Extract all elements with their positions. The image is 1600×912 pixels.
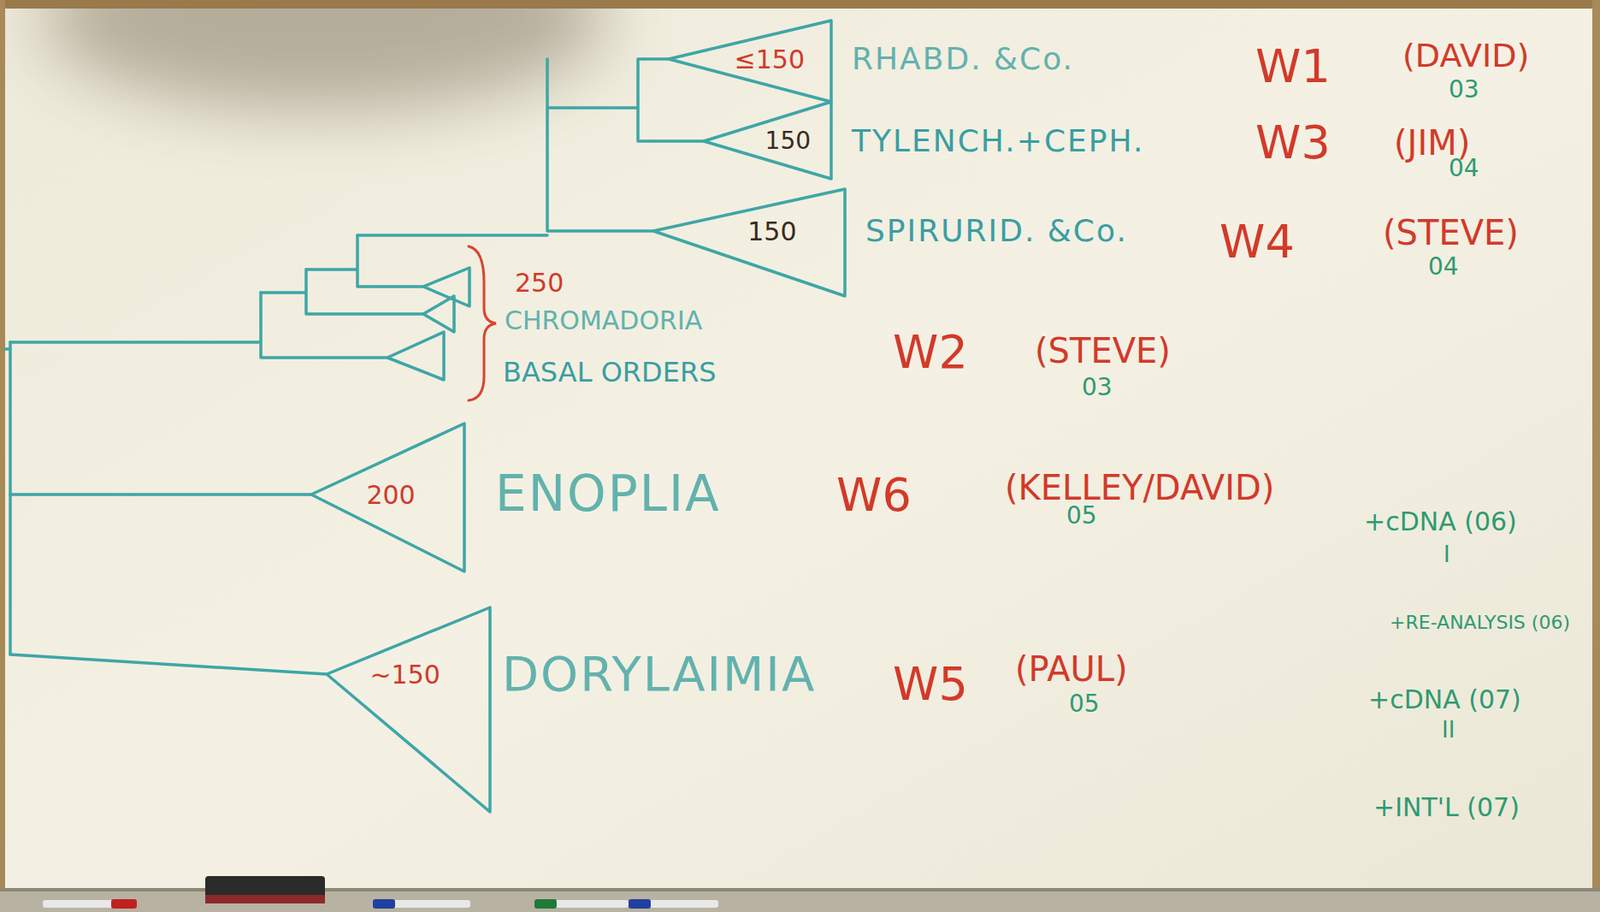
marker-cap	[111, 898, 137, 909]
work-package: W4	[1219, 216, 1295, 267]
work-package: W5	[892, 658, 969, 709]
branch	[306, 235, 424, 287]
year: 05	[1066, 502, 1098, 530]
branch	[10, 292, 388, 358]
eraser-felt	[205, 894, 325, 904]
clade-triangle: 150 TYLENCH.+CEPH.	[703, 101, 1148, 179]
triangle-shape	[703, 101, 832, 179]
frame-top	[0, 0, 1600, 9]
person-name: (KELLEY/DAVID)	[1004, 468, 1275, 507]
curly-bracket	[468, 246, 496, 401]
species-count: ≤150	[734, 45, 805, 74]
person-name: (DAVID)	[1402, 38, 1530, 75]
triangle-shape	[668, 20, 832, 102]
person-name: (STEVE)	[1034, 331, 1171, 370]
person-name: (STEVE)	[1382, 213, 1519, 252]
marker-cap	[628, 898, 651, 909]
root-line	[8, 342, 12, 655]
branch	[260, 269, 424, 314]
clade-name: ENOPLIA	[495, 466, 721, 522]
clade-name: TYLENCH.+CEPH.	[851, 123, 1145, 159]
eraser	[205, 875, 325, 904]
branch	[10, 492, 312, 496]
year: 03	[1448, 76, 1480, 104]
branch	[5, 347, 11, 351]
branch	[357, 59, 654, 236]
work-package: W2	[892, 326, 969, 378]
species-count: 200	[366, 480, 415, 509]
clade-name: RHABD. &Co.	[851, 41, 1075, 77]
marker	[628, 899, 719, 908]
year: 05	[1068, 690, 1100, 718]
marker-cap	[372, 898, 396, 909]
extra-task: +RE-ANALYSIS (06)	[1368, 612, 1571, 633]
clade-triangle: ≤150 RHABD. &Co.	[668, 20, 1078, 102]
branch	[10, 654, 327, 674]
marker	[534, 899, 629, 908]
triangle-shape	[326, 607, 491, 812]
clade-triangle: ~150 DORYLAIMIA	[326, 607, 820, 812]
triangle-outline	[326, 607, 494, 812]
year: 03	[1081, 374, 1113, 402]
work-package: W3	[1255, 117, 1331, 168]
clade-triangle	[387, 331, 444, 380]
branch	[547, 59, 704, 142]
roman-numeral: II	[1441, 717, 1455, 743]
work-package: W1	[1255, 41, 1331, 92]
marker-cap	[534, 898, 557, 909]
clade-triangle: 150 SPIRURID. &Co.	[653, 188, 1132, 296]
species-count: ~150	[369, 660, 440, 689]
extra-task: +INT'L (07)	[1373, 792, 1520, 821]
clade-name: DORYLAIMIA	[501, 647, 816, 701]
person-name: (PAUL)	[1015, 649, 1128, 688]
species-count: 150	[765, 128, 811, 155]
frame-left	[0, 0, 6, 912]
frame-right	[1592, 0, 1600, 912]
extra-task: +cDNA (06)	[1363, 507, 1518, 536]
roman-numeral: I	[1443, 542, 1451, 567]
triangle-shape	[311, 423, 465, 572]
clade-name: CHROMADORIA	[504, 306, 703, 335]
clade-name: BASAL ORDERS	[502, 357, 716, 388]
extra-task: +cDNA (07)	[1368, 684, 1522, 714]
triangle-shape	[653, 188, 845, 296]
clade-name: SPIRURID. &Co.	[865, 213, 1128, 248]
work-package: W6	[836, 469, 912, 520]
species-count: 250	[514, 268, 564, 297]
year: 04	[1448, 155, 1480, 183]
marker	[42, 899, 137, 908]
shadow	[42, 0, 608, 112]
clade-triangle	[423, 295, 455, 332]
clade-triangle: 200 ENOPLIA	[311, 423, 725, 572]
year: 04	[1428, 253, 1459, 281]
species-count: 150	[747, 217, 797, 246]
